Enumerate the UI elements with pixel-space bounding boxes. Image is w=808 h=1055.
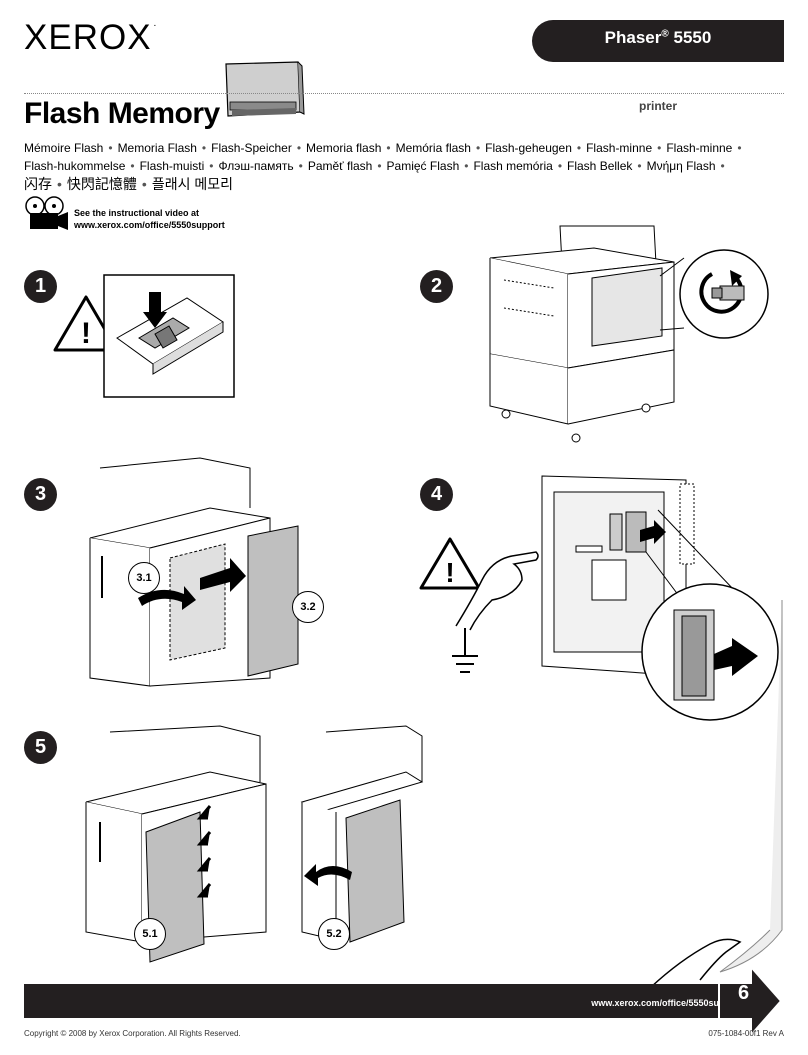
panel-close-illustration: [300, 725, 424, 943]
flash-card-illustration: [225, 61, 305, 117]
product-tab: Phaser® 5550: [532, 20, 784, 62]
callout-5-2: 5.2: [318, 918, 350, 950]
callout-3-1: 3.1: [128, 562, 160, 594]
category-label: printer: [639, 99, 678, 113]
step-2-badge: 2: [420, 270, 453, 303]
language-line-2: Flash-hukommelse•Flash-muisti•Флэш-памят…: [24, 159, 725, 173]
copyright: Copyright © 2008 by Xerox Corporation. A…: [24, 1029, 241, 1038]
power-switch-illustration: [103, 274, 235, 398]
ground-icon: [452, 628, 478, 673]
video-note: See the instructional video at www.xerox…: [74, 208, 225, 230]
page-title: Flash Memory: [24, 97, 220, 130]
language-list: Mémoire Flash•Memoria Flash•Flash-Speich…: [24, 139, 784, 193]
next-step-number: 6: [738, 982, 750, 1004]
warning-icon: !: [419, 537, 481, 590]
svg-text:!: !: [81, 317, 91, 350]
step-3-badge: 3: [24, 478, 57, 511]
video-url[interactable]: www.xerox.com/office/5550support: [74, 220, 225, 230]
arrow-icon[interactable]: [715, 964, 783, 1038]
panel-install-illustration: [85, 725, 267, 963]
controller-board-illustration: [541, 475, 779, 721]
callout-3-2: 3.2: [292, 591, 324, 623]
document-number: 075-1084-00f1 Rev A: [708, 1029, 784, 1038]
step-4-badge: 4: [420, 478, 453, 511]
footer-bar: [24, 984, 752, 1018]
xerox-logo: XEROX.: [24, 18, 158, 57]
product-model: 5550: [673, 28, 712, 47]
product-name: Phaser: [604, 28, 662, 47]
page-curl-illustration: [649, 600, 783, 989]
language-line-1: Mémoire Flash•Memoria Flash•Flash-Speich…: [24, 141, 742, 155]
language-line-3: 闪存•快閃記憶體•플래시 메모리: [24, 176, 233, 192]
hand-icon: [455, 551, 539, 631]
svg-text:!: !: [445, 557, 454, 588]
printer-rear-illustration: [489, 225, 769, 443]
step-1-badge: 1: [24, 270, 57, 303]
film-projector-icon: [25, 196, 68, 230]
panel-removal-illustration: [89, 457, 299, 687]
header-divider: [24, 93, 784, 94]
footer-url[interactable]: www.xerox.com/office/5550support: [591, 998, 742, 1008]
callout-5-1: 5.1: [134, 918, 166, 950]
step-5-badge: 5: [24, 731, 57, 764]
warning-icon: !: [53, 295, 119, 352]
